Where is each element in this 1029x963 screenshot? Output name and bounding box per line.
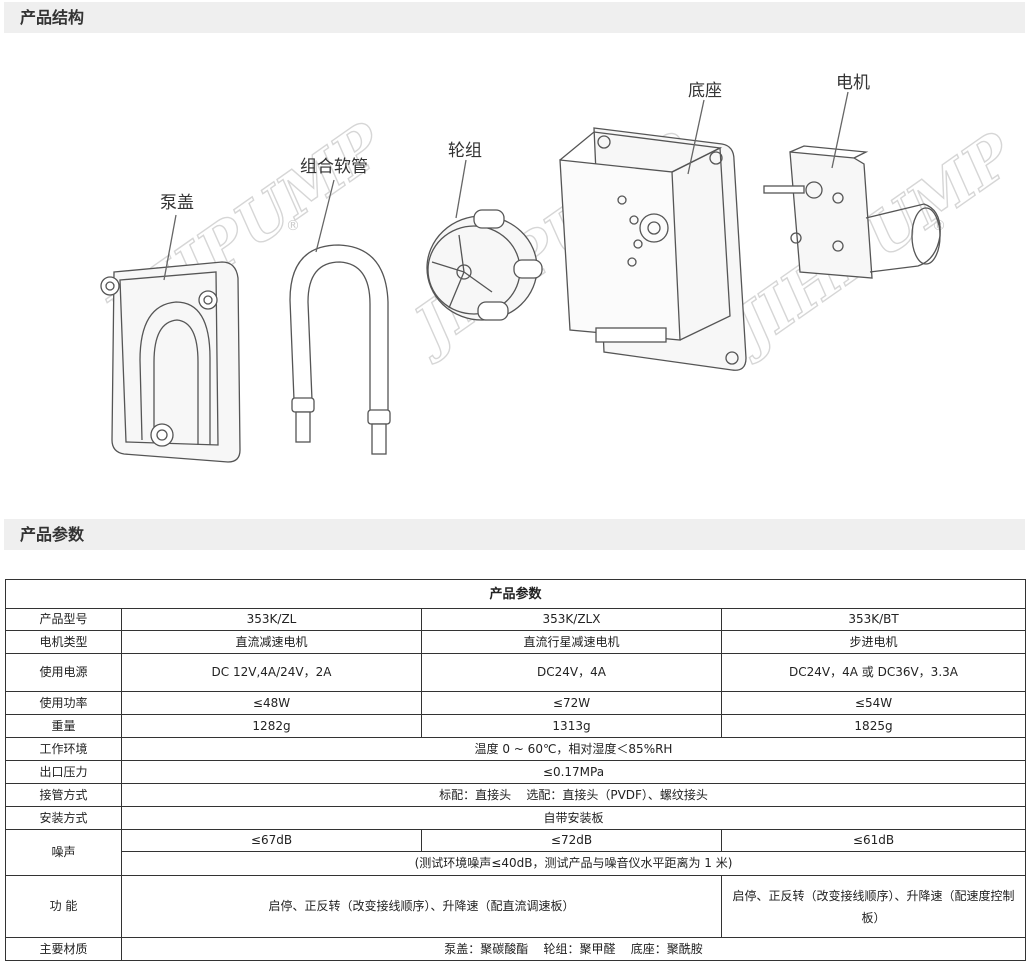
table-row: 安装方式 自带安装板 [5,806,1027,830]
table-row: (测试环境噪声≤40dB，测试产品与噪音仪水平距离为 1 米) [6,851,1027,876]
row-label: 安装方式 [5,806,122,830]
table-row: 功 能 启停、正反转（改变接线顺序）、升降速（配直流调速板） 启停、正反转（改变… [5,875,1027,938]
cell: ≤61dB [720,829,1027,852]
table-row: 噪声 ≤67dB ≤72dB ≤61dB [5,829,1027,876]
cell: 启停、正反转（改变接线顺序）、升降速（配直流调速板） [121,875,722,938]
row-label: 电机类型 [5,630,122,654]
table-title: 产品参数 [4,579,1027,609]
base-drawing [559,99,747,371]
cell: 标配：直接头 选配：直接头（PVDF）、螺纹接头 [120,783,1027,807]
cell: (测试环境噪声≤40dB，测试产品与噪音仪水平距离为 1 米) [120,851,1027,876]
cell: 启停、正反转（改变接线顺序）、升降速（配速度控制板） [720,875,1027,938]
row-label: 工作环境 [5,737,122,761]
table-row: 接管方式 标配：直接头 选配：直接头（PVDF）、螺纹接头 [5,783,1027,807]
cell: 自带安装板 [120,806,1027,830]
cell: DC24V，4A 或 DC36V，3.3A [720,653,1027,692]
row-label: 出口压力 [5,760,122,784]
row-label: 噪声 [5,829,122,876]
cell: DC 12V,4A/24V，2A [121,653,422,692]
table-row: 使用功率 ≤48W ≤72W ≤54W [5,691,1027,715]
cell: ≤54W [720,691,1027,715]
tube-drawing [289,179,391,455]
spec-table: 产品参数 产品型号 353K/ZL 353K/ZLX 353K/BT 电机类型 … [4,579,1027,961]
product-structure-diagram: JIHPUMP JIHPUMP JIHPUMP ® ® ® 泵盖 组合软管 [84,73,1025,463]
cell: ≤48W [121,691,422,715]
cell: ≤72W [421,691,722,715]
label-base: 底座 [688,81,722,101]
pump-cover-drawing [100,214,241,463]
cell: ≤0.17MPa [120,760,1027,784]
cell: 353K/BT [720,608,1027,631]
cell: 泵盖：聚碳酸酯 轮组：聚甲醛 底座：聚酰胺 [120,937,1027,961]
cell: 步进电机 [720,630,1027,654]
cell: 353K/ZLX [421,608,722,631]
row-label: 接管方式 [5,783,122,807]
cell: 1825g [720,714,1027,738]
table-row: 电机类型 直流减速电机 直流行星减速电机 步进电机 [5,630,1027,654]
cell: 温度 0 ~ 60℃，相对湿度＜85%RH [120,737,1027,761]
table-title-row: 产品参数 [4,579,1027,609]
roller-group-drawing [426,159,543,321]
row-label: 产品型号 [5,608,122,631]
row-label: 重量 [5,714,122,738]
table-row: 主要材质 泵盖：聚碳酸酯 轮组：聚甲醛 底座：聚酰胺 [5,937,1027,961]
cell: 1282g [121,714,422,738]
cell: 353K/ZL [121,608,422,631]
label-roller: 轮组 [448,141,482,161]
row-label: 功 能 [5,875,122,938]
watermark-registered: ® [286,218,300,234]
row-label: 使用功率 [5,691,122,715]
section-title: 产品结构 [20,8,85,27]
table-row: 使用电源 DC 12V,4A/24V，2A DC24V，4A DC24V，4A … [5,653,1027,692]
cell: 1313g [421,714,722,738]
section-title: 产品参数 [20,525,85,544]
cell: 直流减速电机 [121,630,422,654]
section-header-structure: 产品结构 [4,2,1025,33]
cell: DC24V，4A [421,653,722,692]
row-label: 主要材质 [5,937,122,961]
table-row: 产品型号 353K/ZL 353K/ZLX 353K/BT [5,608,1027,631]
label-motor: 电机 [836,73,870,93]
table-row: 出口压力 ≤0.17MPa [5,760,1027,784]
row-label: 使用电源 [5,653,122,692]
cell: ≤67dB [121,829,422,852]
table-row: 工作环境 温度 0 ~ 60℃，相对湿度＜85%RH [5,737,1027,761]
cell: ≤72dB [421,829,722,852]
section-header-params: 产品参数 [4,519,1025,550]
cell: 直流行星减速电机 [421,630,722,654]
table-row: 重量 1282g 1313g 1825g [5,714,1027,738]
label-tube: 组合软管 [300,157,368,177]
motor-drawing [763,91,941,279]
label-pump-cover: 泵盖 [160,193,194,213]
